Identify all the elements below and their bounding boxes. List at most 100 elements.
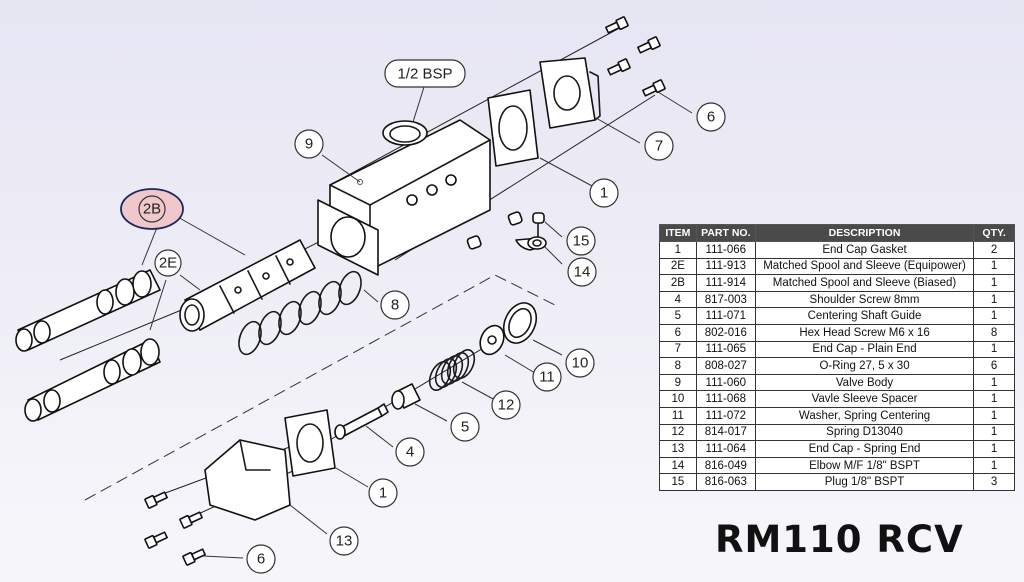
callout-14: 14	[567, 257, 597, 287]
callout-9: 9	[294, 129, 324, 159]
cell-description: End Cap - Spring End	[754, 440, 975, 458]
cell-part-no: 111-914	[695, 274, 756, 292]
cell-item: 11	[659, 406, 697, 425]
end-cap-gasket-top	[487, 89, 539, 167]
svg-text:7: 7	[655, 138, 663, 155]
cell-description: End Cap - Plain End	[754, 340, 975, 359]
svg-text:4: 4	[406, 444, 414, 461]
cell-item: 10	[659, 390, 697, 408]
highlight-2b	[120, 188, 184, 230]
cell-description: Washer, Spring Centering	[754, 406, 975, 425]
header-part-no: PART NO.	[695, 224, 756, 242]
svg-text:15: 15	[573, 233, 590, 250]
callout-6-top: 6	[696, 102, 726, 132]
cell-item: 9	[659, 373, 697, 392]
end-cap-plain-end	[539, 57, 601, 129]
callout-13: 13	[329, 526, 359, 556]
cell-part-no: 816-049	[695, 456, 756, 475]
svg-text:8: 8	[391, 297, 399, 314]
cell-part-no: 111-064	[695, 440, 756, 458]
cell-description: End Cap Gasket	[754, 241, 975, 259]
cell-part-no: 814-017	[695, 423, 756, 442]
cell-item: 8	[659, 357, 697, 375]
cell-item: 7	[659, 340, 697, 359]
svg-text:5: 5	[461, 419, 469, 436]
cell-qty: 1	[973, 456, 1015, 475]
spool-sleeve	[179, 239, 316, 332]
cell-part-no: 816-063	[695, 473, 756, 491]
cell-description: O-Ring 27, 5 x 30	[754, 357, 975, 375]
cell-item: 12	[659, 423, 697, 442]
cell-qty: 3	[973, 473, 1015, 491]
port-label: 1/2 BSP	[397, 66, 452, 83]
cell-description: Centering Shaft Guide	[754, 307, 975, 325]
washer-11	[479, 324, 505, 356]
svg-text:2B: 2B	[143, 201, 161, 218]
guide-5	[391, 383, 421, 410]
svg-text:11: 11	[539, 369, 555, 386]
callout-15: 15	[566, 226, 596, 256]
cell-part-no: 808-027	[695, 357, 756, 375]
cell-qty: 1	[973, 440, 1015, 458]
cell-part-no: 802-016	[695, 323, 756, 342]
cell-part-no: 817-003	[695, 290, 756, 309]
cell-qty: 1	[973, 423, 1015, 442]
callout-12: 12	[491, 390, 521, 420]
shoulder-screw-4	[334, 403, 389, 440]
svg-text:10: 10	[572, 355, 589, 372]
end-cap-spring-end	[204, 439, 291, 521]
cell-qty: 6	[973, 357, 1015, 375]
spool-biased	[15, 269, 161, 352]
port-label-callout: 1/2 BSP	[384, 59, 466, 88]
callout-10: 10	[565, 348, 595, 378]
cell-part-no: 111-071	[695, 307, 756, 325]
hex-screws-top	[605, 16, 666, 97]
cell-qty: 1	[973, 274, 1015, 292]
o-rings	[238, 270, 362, 356]
header-description: DESCRIPTION	[754, 224, 975, 242]
header-qty: QTY.	[973, 224, 1015, 242]
cell-item: 15	[659, 473, 697, 491]
cell-description: Elbow M/F 1/8" BSPT	[754, 456, 975, 475]
callout-5: 5	[450, 412, 480, 442]
cell-qty: 1	[973, 406, 1015, 425]
callout-6-bottom: 6	[246, 544, 276, 574]
cell-qty: 1	[973, 390, 1015, 408]
header-item: ITEM	[659, 224, 697, 242]
callout-2e: 2E	[154, 249, 182, 277]
cell-part-no: 111-068	[695, 390, 756, 408]
cell-item: 1	[659, 241, 697, 259]
cell-description: Plug 1/8" BSPT	[754, 473, 975, 491]
cell-qty: 2	[973, 241, 1015, 259]
cell-description: Vavle Sleeve Spacer	[754, 390, 975, 408]
table-header-row: ITEM PART NO. DESCRIPTION QTY.	[659, 224, 1015, 242]
cell-qty: 1	[973, 373, 1015, 392]
cell-item: 13	[659, 440, 697, 458]
svg-text:13: 13	[336, 533, 353, 550]
cell-description: Shoulder Screw 8mm	[754, 290, 975, 309]
svg-text:9: 9	[305, 136, 313, 153]
svg-text:6: 6	[707, 109, 715, 126]
cell-item: 4	[659, 290, 697, 309]
cell-description: Spring D13040	[754, 423, 975, 442]
model-title: RM110 RCV	[715, 518, 964, 561]
cell-item: 2B	[659, 274, 697, 292]
callout-7: 7	[644, 131, 674, 161]
hex-screws-bottom	[144, 491, 206, 566]
valve-body	[317, 119, 491, 276]
cell-part-no: 111-065	[695, 340, 756, 359]
end-cap-gasket-bottom	[284, 409, 336, 477]
